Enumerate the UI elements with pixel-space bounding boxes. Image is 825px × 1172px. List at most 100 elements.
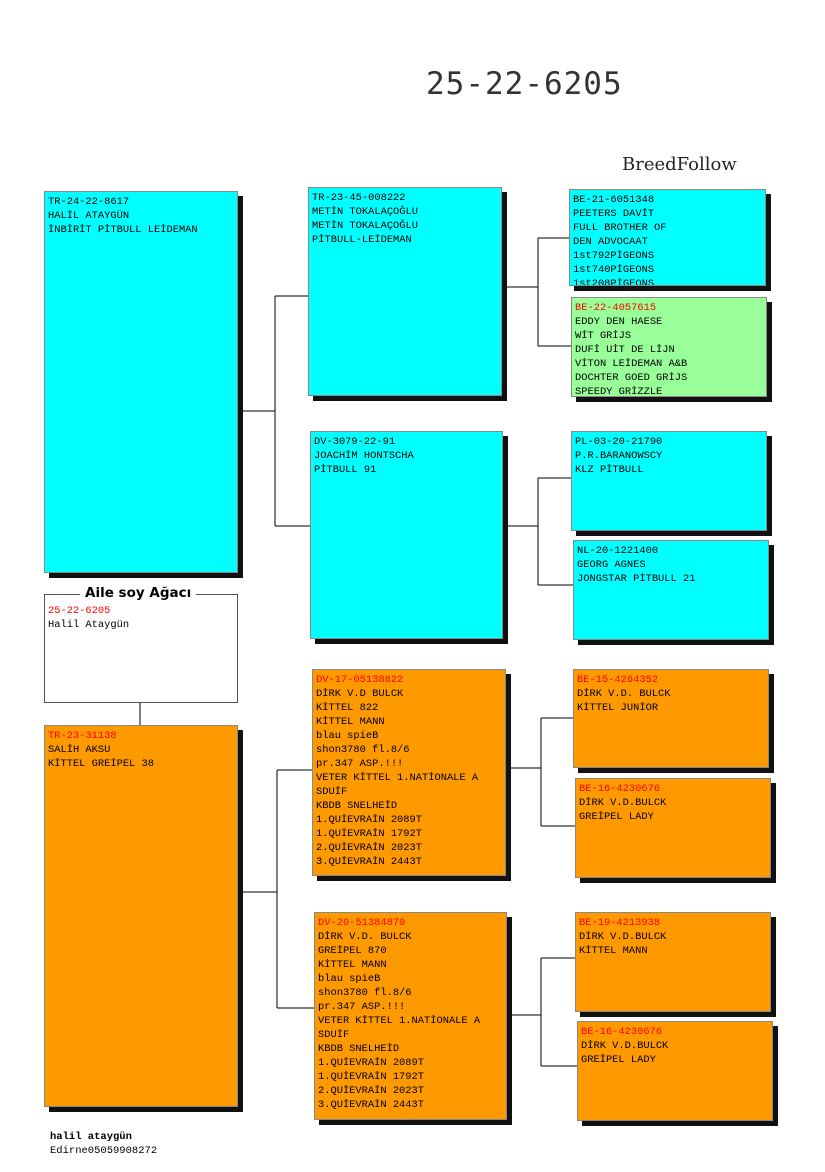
- subject-ring: 25-22-6205: [48, 605, 111, 617]
- g3-card-6[interactable]: BE-16-4230676 DİRK V.D.BULCK GREİPEL LADY: [575, 778, 771, 878]
- g3-lines-2: EDDY DEN HAESE WİT GRİJS DUFİ UİT DE LİJN V…: [575, 315, 763, 397]
- g3-card-7[interactable]: BE-19-4213938 DİRK V.D.BULCK KİTTEL MANN: [575, 912, 771, 1012]
- card-line: DİRK V.D. BULCK: [318, 931, 412, 943]
- g3-ring-8: BE-16-4230676: [581, 1026, 663, 1038]
- card-line: 1.QUİEVRAİN 2089T: [316, 814, 423, 826]
- card-line: 1st792PİGEONS: [573, 250, 655, 262]
- card-line: SALİH AKSU: [48, 744, 111, 756]
- card-line: DİRK V.D.BULCK: [579, 931, 667, 943]
- card-line: pr.347 ASP.!!!: [316, 758, 404, 770]
- card-line: shon3780 fl.8/6: [316, 744, 410, 756]
- card-line: METİN TOKALAÇOĞLU: [312, 206, 419, 218]
- brand-logo-text: BreedFollow: [622, 154, 737, 175]
- card-line: pr.347 ASP.!!!: [318, 1001, 406, 1013]
- card-line: DİRK V.D.BULCK: [581, 1040, 669, 1052]
- card-line: GREİPEL LADY: [579, 811, 654, 823]
- card-line: JONGSTAR PİTBULL 21: [577, 573, 696, 585]
- card-line: DİRK V.D.BULCK: [579, 797, 667, 809]
- g3-card-5[interactable]: BE-15-4264352 DİRK V.D. BULCK KİTTEL JUNİ…: [573, 669, 769, 768]
- card-line: 3.QUİEVRAİN 2443T: [318, 1099, 425, 1111]
- g3-lines-6: DİRK V.D.BULCK GREİPEL LADY: [579, 796, 767, 824]
- g3-ring-2: BE-22-4057615: [575, 302, 657, 314]
- dam-card[interactable]: TR-23-31138 SALİH AKSU KİTTEL GREİPEL 38: [44, 725, 238, 1107]
- card-line: PEETERS DAVİT: [573, 208, 655, 220]
- g3-card-2[interactable]: BE-22-4057615 EDDY DEN HAESE WİT GRİJS DUF…: [571, 297, 767, 397]
- card-line: KBDB SNELHEİD: [318, 1043, 400, 1055]
- sire-sire-ring: TR-23-45-008222: [312, 192, 406, 204]
- g3-ring-6: BE-16-4230676: [579, 783, 661, 795]
- dam-sire-ring: DV-17-05138822: [316, 674, 404, 686]
- card-line: DEN ADVOCAAT: [573, 236, 648, 248]
- card-line: JOACHİM HONTSCHA: [314, 450, 414, 462]
- card-line: 3.QUİEVRAİN 2443T: [316, 856, 423, 868]
- card-line: VİTON LEİDEMAN A&B: [575, 358, 688, 370]
- g3-lines-4: GEORG AGNES JONGSTAR PİTBULL 21: [577, 558, 765, 586]
- g3-ring-4: NL-20-1221400: [577, 545, 659, 557]
- g3-card-1[interactable]: BE-21-6051348 PEETERS DAVİT FULL BROTHER …: [569, 189, 766, 286]
- card-line: 1.QUİEVRAİN 2089T: [318, 1057, 425, 1069]
- g3-lines-5: DİRK V.D. BULCK KİTTEL JUNİOR: [577, 687, 765, 715]
- sire-dam-ring: DV-3079-22-91: [314, 436, 396, 448]
- card-line: PİTBULL 91: [314, 464, 377, 476]
- g3-lines-3: P.R.BARANOWSCY KLZ PİTBULL: [575, 449, 763, 477]
- g3-card-4[interactable]: NL-20-1221400 GEORG AGNES JONGSTAR PİTBUL…: [573, 540, 769, 640]
- card-line: KİTTEL 822: [316, 702, 379, 714]
- card-line: GEORG AGNES: [577, 559, 646, 571]
- sire-sire-lines: METİN TOKALAÇOĞLU METİN TOKALAÇOĞLU PİTBUL…: [312, 205, 498, 247]
- card-line: WİT GRİJS: [575, 330, 632, 342]
- dam-dam-card[interactable]: DV-20-51384870 DİRK V.D. BULCK GREİPEL 87…: [314, 912, 507, 1120]
- page-title: 25-22-6205: [426, 66, 623, 102]
- card-line: DUFİ UİT DE LİJN: [575, 344, 675, 356]
- sire-dam-card[interactable]: DV-3079-22-91 JOACHİM HONTSCHA PİTBULL 91: [310, 431, 503, 639]
- card-line: 1st740PİGEONS: [573, 264, 655, 276]
- card-line: KİTTEL GREİPEL 38: [48, 758, 155, 770]
- card-line: DİRK V.D. BULCK: [577, 688, 671, 700]
- subject-owner: Halil Ataygün: [48, 619, 130, 631]
- family-tree-legend: Aile soy Ağacı: [80, 585, 197, 601]
- card-line: 2.QUİEVRAİN 2023T: [318, 1085, 425, 1097]
- card-line: KLZ PİTBULL: [575, 464, 644, 476]
- g3-ring-1: BE-21-6051348: [573, 194, 655, 206]
- sire-ring: TR-24-22-8617: [48, 196, 130, 208]
- card-line: KİTTEL JUNİOR: [577, 702, 659, 714]
- card-line: KİTTEL MANN: [316, 716, 385, 728]
- card-line: VETER KİTTEL 1.NATİONALE A SDUİF: [316, 772, 479, 798]
- footer-name: halil ataygün: [50, 1131, 132, 1143]
- card-line: KİTTEL MANN: [318, 959, 387, 971]
- g3-card-8[interactable]: BE-16-4230676 DİRK V.D.BULCK GREİPEL LADY: [577, 1021, 773, 1121]
- card-line: İNBİRİT PİTBULL LEİDEMAN: [48, 224, 198, 236]
- card-line: HALİL ATAYGÜN: [48, 210, 130, 222]
- card-line: KBDB SNELHEİD: [316, 800, 398, 812]
- card-line: GREİPEL 870: [318, 945, 387, 957]
- subject-card[interactable]: 25-22-6205 Halil Ataygün: [44, 594, 238, 703]
- dam-ring: TR-23-31138: [48, 730, 117, 742]
- g3-lines-1: PEETERS DAVİT FULL BROTHER OF DEN ADVOCAAT…: [573, 207, 762, 286]
- g3-ring-5: BE-15-4264352: [577, 674, 659, 686]
- dam-lines: SALİH AKSU KİTTEL GREİPEL 38: [48, 743, 234, 771]
- sire-lines: HALİL ATAYGÜN İNBİRİT PİTBULL LEİDEMAN: [48, 209, 234, 237]
- dam-dam-ring: DV-20-51384870: [318, 917, 406, 929]
- card-line: VETER KİTTEL 1.NATİONALE A SDUİF: [318, 1015, 481, 1041]
- card-line: GREİPEL LADY: [581, 1054, 656, 1066]
- card-line: 1st208PİGEONS: [573, 278, 655, 286]
- card-line: EDDY DEN HAESE: [575, 316, 663, 328]
- card-line: DİRK V.D BULCK: [316, 688, 404, 700]
- card-line: SPEEDY GRİZZLE: [575, 386, 663, 397]
- card-line: 2.QUİEVRAİN 2023T: [316, 842, 423, 854]
- footer-contact: Edirne05059908272: [50, 1145, 158, 1157]
- sire-card[interactable]: TR-24-22-8617 HALİL ATAYGÜN İNBİRİT PİTBU…: [44, 191, 238, 573]
- card-line: FULL BROTHER OF: [573, 222, 667, 234]
- card-line: blau spieB: [316, 730, 379, 742]
- card-line: KİTTEL MANN: [579, 945, 648, 957]
- card-line: 1.QUİEVRAİN 1792T: [316, 828, 423, 840]
- card-line: P.R.BARANOWSCY: [575, 450, 663, 462]
- sire-dam-lines: JOACHİM HONTSCHA PİTBULL 91: [314, 449, 499, 477]
- g3-ring-7: BE-19-4213938: [579, 917, 661, 929]
- card-line: METİN TOKALAÇOĞLU: [312, 220, 419, 232]
- g3-lines-8: DİRK V.D.BULCK GREİPEL LADY: [581, 1039, 769, 1067]
- card-line: PİTBULL-LEİDEMAN: [312, 234, 412, 246]
